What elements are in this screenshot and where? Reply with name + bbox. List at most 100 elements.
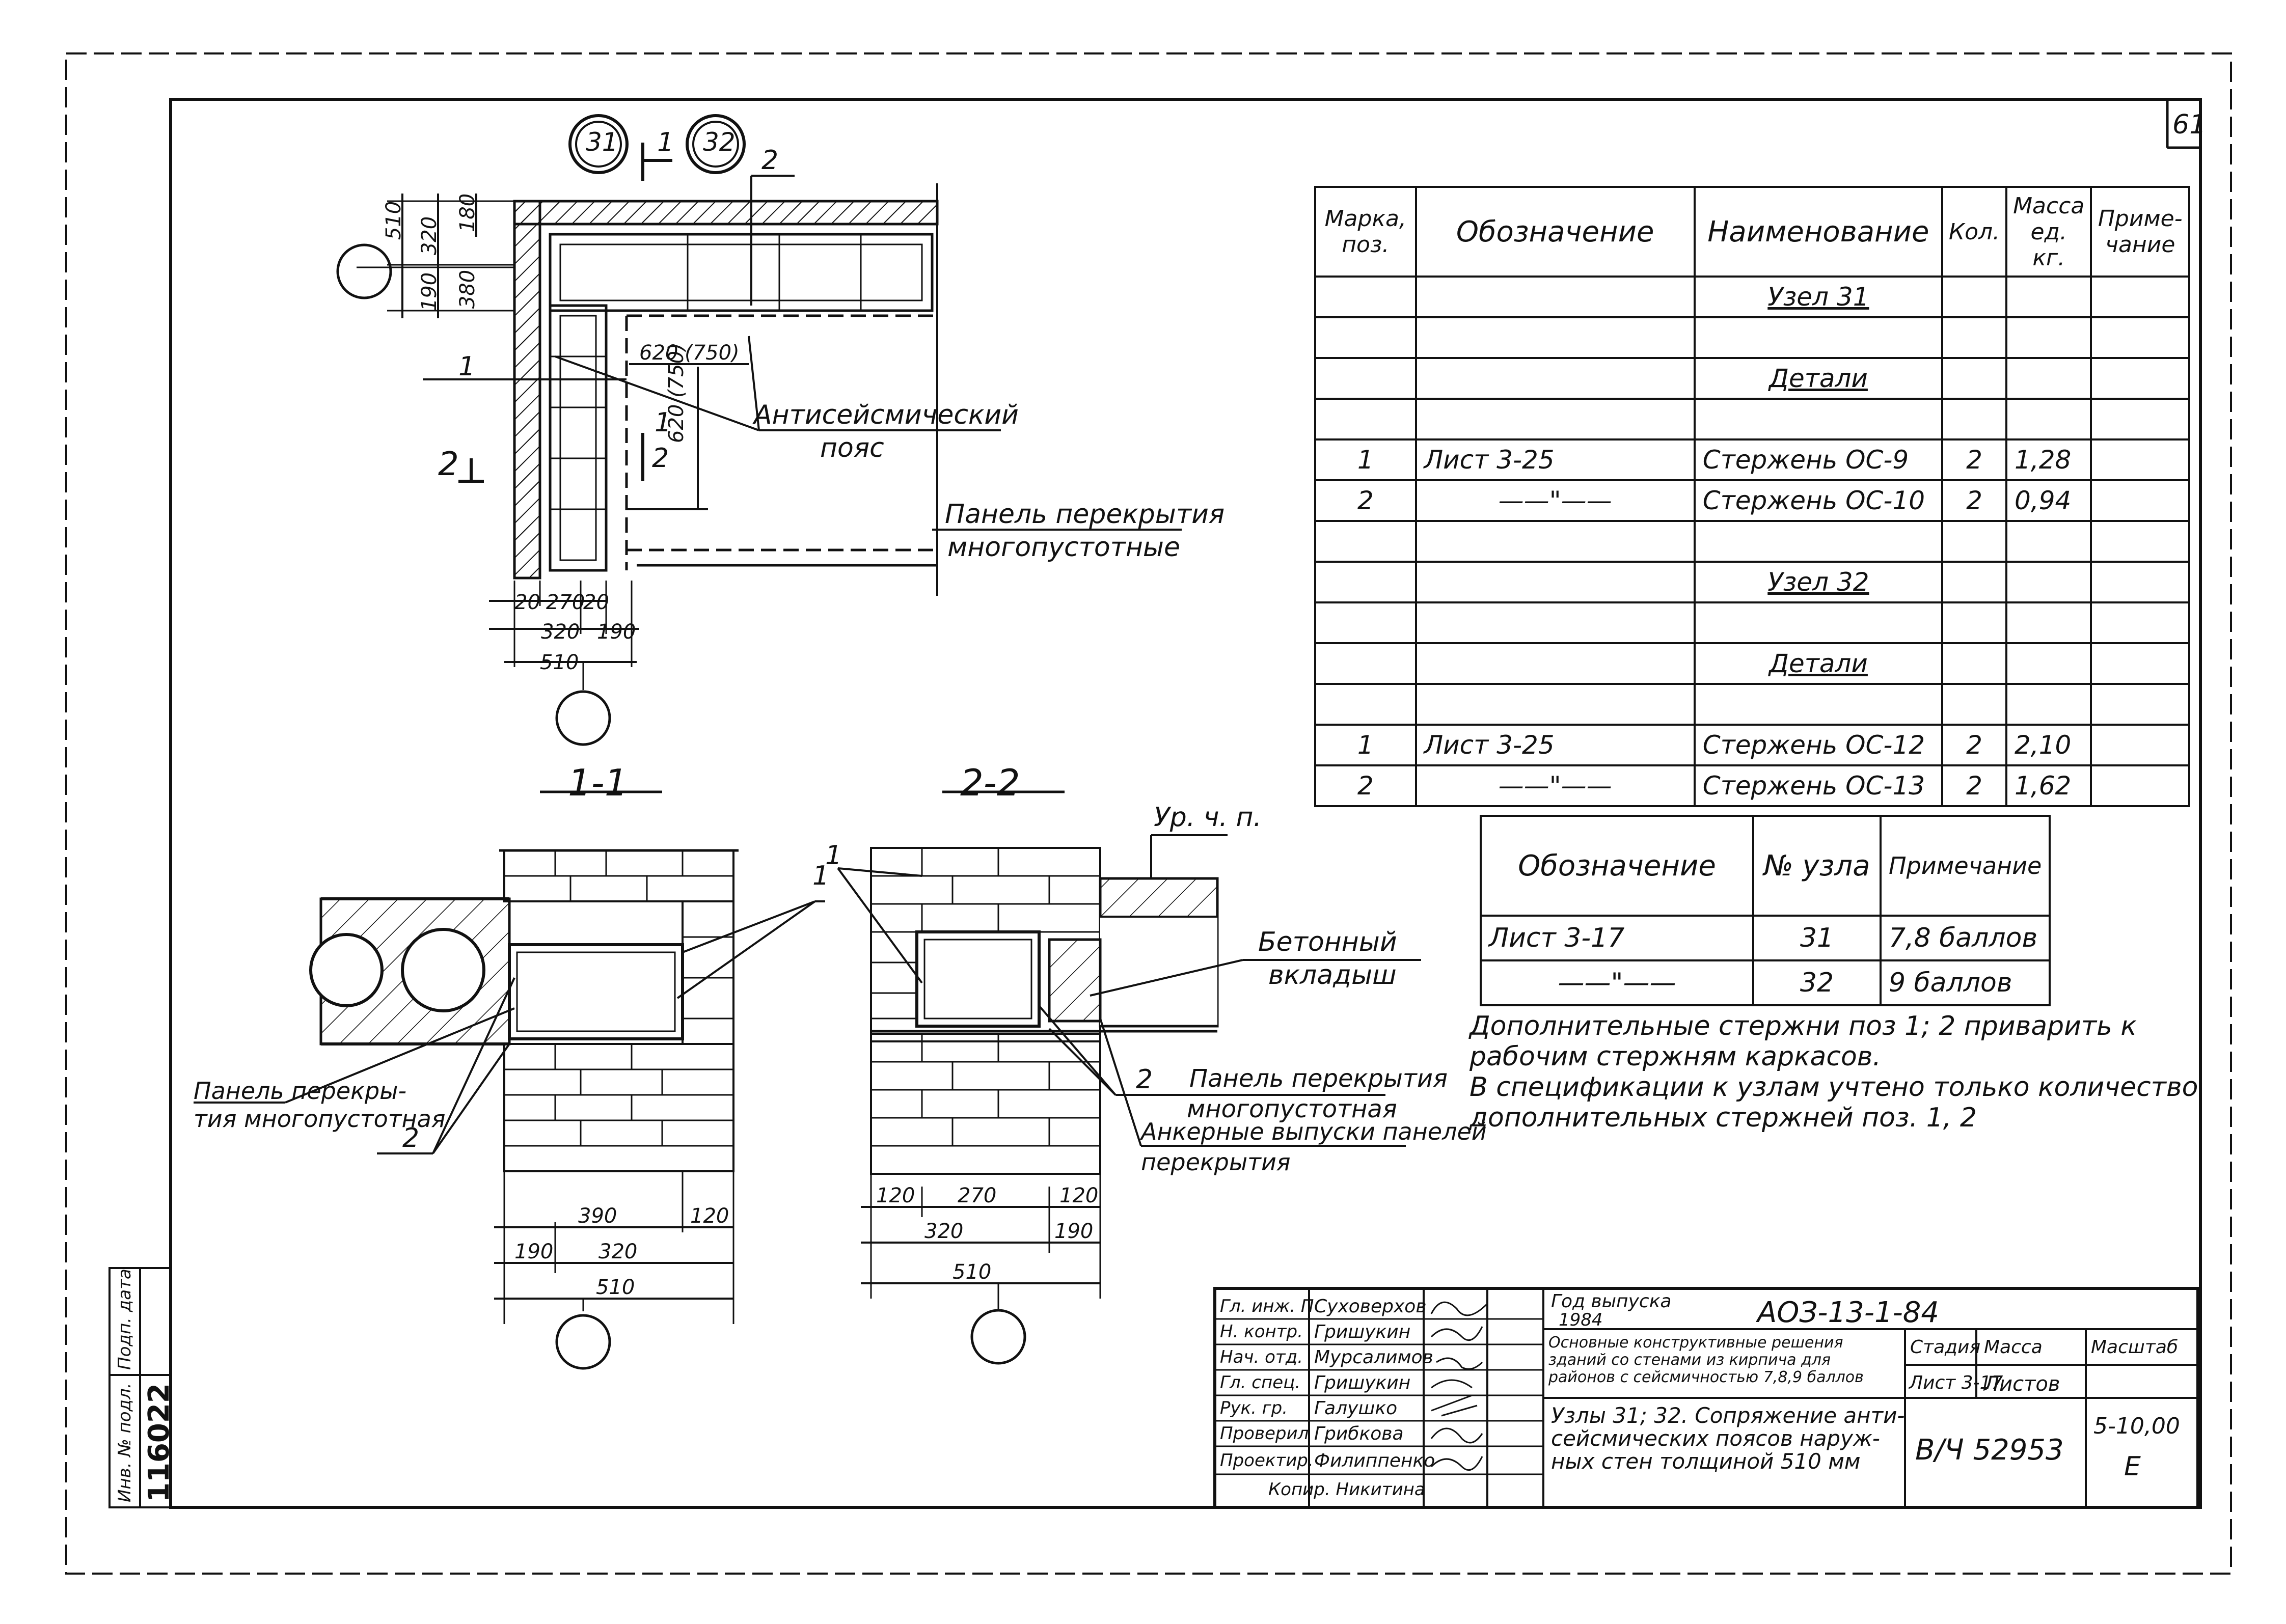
tb-copier: Копир. Никитина: [1268, 1479, 1425, 1500]
spec-cell-name: Стержень ОС-13: [1693, 764, 1944, 807]
nodes-cell-node: 31: [1752, 915, 1882, 961]
spec-cell-qty: [1941, 601, 2007, 644]
tb-year-label: Год выпуска: [1551, 1291, 1672, 1312]
plan-floor-panel-label-1: Панель перекрытия: [945, 499, 1225, 530]
tb-name-4: Галушко: [1314, 1398, 1398, 1419]
spec-cell-qty: [1941, 398, 2007, 441]
spec-cell-mass: [2005, 276, 2092, 318]
spec-cell-mass: 2,10: [2005, 724, 2092, 766]
nodes-cell-note: 7,8 баллов: [1879, 915, 2051, 961]
spec-cell-qty: 2: [1941, 764, 2007, 807]
tb-role-0: Гл. инж. П: [1220, 1296, 1314, 1316]
section-1-1-panel-label-1: Панель перекры-: [194, 1077, 407, 1105]
tb-sheet-title-2: сейсмических поясов наруж-: [1551, 1426, 1880, 1451]
spec-cell-pos: 2: [1314, 479, 1417, 522]
spec-row: Узел 31: [1314, 276, 2190, 318]
tb-role-6: Проектир.: [1220, 1450, 1314, 1471]
tb-role-2: Нач. отд.: [1220, 1347, 1303, 1367]
signatures: [1430, 1301, 1488, 1471]
section-2-2-title: 2-2: [960, 761, 1020, 804]
spec-cell-note: [2090, 398, 2190, 441]
tb-role-5: Проверил: [1220, 1423, 1309, 1444]
tb-sheet-title-1: Узлы 31; 32. Сопряжение анти-: [1551, 1403, 1905, 1428]
tb-role-4: Рук. гр.: [1220, 1398, 1288, 1418]
spec-cell-note: [2090, 764, 2190, 807]
spec-cell-pos: 2: [1314, 764, 1417, 807]
spec-row: [1314, 683, 2190, 726]
spec-cell-name: Детали: [1693, 357, 1944, 400]
anchor-outlets-label-2: перекрытия: [1141, 1148, 1291, 1176]
section-2-2-dim-190: 190: [1054, 1220, 1094, 1243]
spec-cell-note: [2090, 316, 2190, 359]
spec-cell-name: [1693, 316, 1944, 359]
spec-col-mark: Марка, поз.: [1314, 186, 1417, 278]
spec-row: Узел 32: [1314, 561, 2190, 603]
section-1-1-callout-2: 2: [402, 1123, 420, 1153]
spec-cell-mass: 1,28: [2005, 438, 2092, 481]
spec-cell-note: [2090, 561, 2190, 603]
side-stamp-label-sign: Подп. дата: [115, 1269, 135, 1370]
tb-stage-label: Стадия: [1910, 1337, 1981, 1358]
tb-sheet-title-3: ных стен толщиной 510 мм: [1551, 1449, 1861, 1474]
spec-cell-qty: [1941, 642, 2007, 685]
tb-name-3: Гришукин: [1314, 1372, 1411, 1393]
spec-cell-name: [1693, 601, 1944, 644]
spec-cell-designation: [1414, 601, 1696, 644]
spec-col-qty: Кол.: [1941, 186, 2007, 278]
spec-cell-designation: [1414, 276, 1696, 318]
section-1-1-dim-120: 120: [690, 1204, 729, 1228]
nodes-table-header: Обозначение № узла Примечание: [1480, 815, 2051, 917]
title-block-lines: [1213, 1287, 2199, 1509]
node-mark-32: 32: [703, 127, 736, 157]
spec-cell-designation: [1414, 398, 1696, 441]
spec-cell-mass: [2005, 357, 2092, 400]
spec-cell-name: Узел 32: [1693, 561, 1944, 603]
spec-cell-pos: [1314, 642, 1417, 685]
spec-cell-qty: [1941, 357, 2007, 400]
spec-cell-name: Стержень ОС-12: [1693, 724, 1944, 766]
spec-row: Детали: [1314, 642, 2190, 685]
section-2-2-dim-120a: 120: [876, 1184, 915, 1207]
spec-cell-pos: [1314, 398, 1417, 441]
side-stamp-frame: [108, 1267, 172, 1508]
plan-dim-380: 380: [456, 269, 480, 309]
tb-name-1: Гришукин: [1314, 1322, 1411, 1342]
note-line: В спецификации к узлам учтено только кол…: [1469, 1072, 2198, 1103]
spec-cell-note: [2090, 357, 2190, 400]
plan-dim-510: 510: [382, 201, 406, 240]
spec-cell-designation: Лист 3-25: [1414, 724, 1696, 766]
section-2-2-panel-label-2: многопустотная: [1187, 1095, 1397, 1123]
sheet-frame: [65, 52, 2232, 1575]
section-2-2: [837, 790, 1421, 1365]
section-1-1-title: 1-1: [568, 761, 628, 804]
spec-cell-name: [1693, 683, 1944, 726]
spec-cell-qty: [1941, 276, 2007, 318]
spec-cell-mass: 0,94: [2005, 479, 2092, 522]
spec-table-header: Марка, поз. Обозначение Наименование Кол…: [1314, 186, 2190, 278]
notes: Дополнительные стержни поз 1; 2 приварит…: [1469, 1011, 2198, 1133]
spec-col-mass: Масса ед. кг.: [2005, 186, 2092, 278]
spec-cell-note: [2090, 642, 2190, 685]
nodes-cell-node: 32: [1752, 959, 1882, 1006]
spec-cell-mass: [2005, 520, 2092, 563]
plan-dim-190: 190: [418, 272, 442, 312]
tb-format: Е: [2124, 1451, 2141, 1482]
spec-col-designation: Обозначение: [1414, 186, 1696, 278]
spec-cell-mass: [2005, 398, 2092, 441]
tb-sheets-label: Листов: [1984, 1372, 2060, 1396]
spec-cell-pos: [1314, 520, 1417, 563]
sheet-number: 61: [2172, 109, 2207, 140]
spec-cell-qty: 2: [1941, 438, 2007, 481]
tb-name-6: Филиппенко: [1314, 1450, 1435, 1471]
spec-cell-qty: [1941, 316, 2007, 359]
note-line: Дополнительные стержни поз 1; 2 приварит…: [1469, 1011, 2137, 1041]
section-2-2-dim-510: 510: [953, 1260, 992, 1284]
tb-sheet-label: Лист 3-17: [1909, 1372, 2003, 1393]
spec-cell-designation: [1414, 642, 1696, 685]
nodes-cell-designation: Лист 3-17: [1480, 915, 1754, 961]
spec-cell-name: [1693, 520, 1944, 563]
